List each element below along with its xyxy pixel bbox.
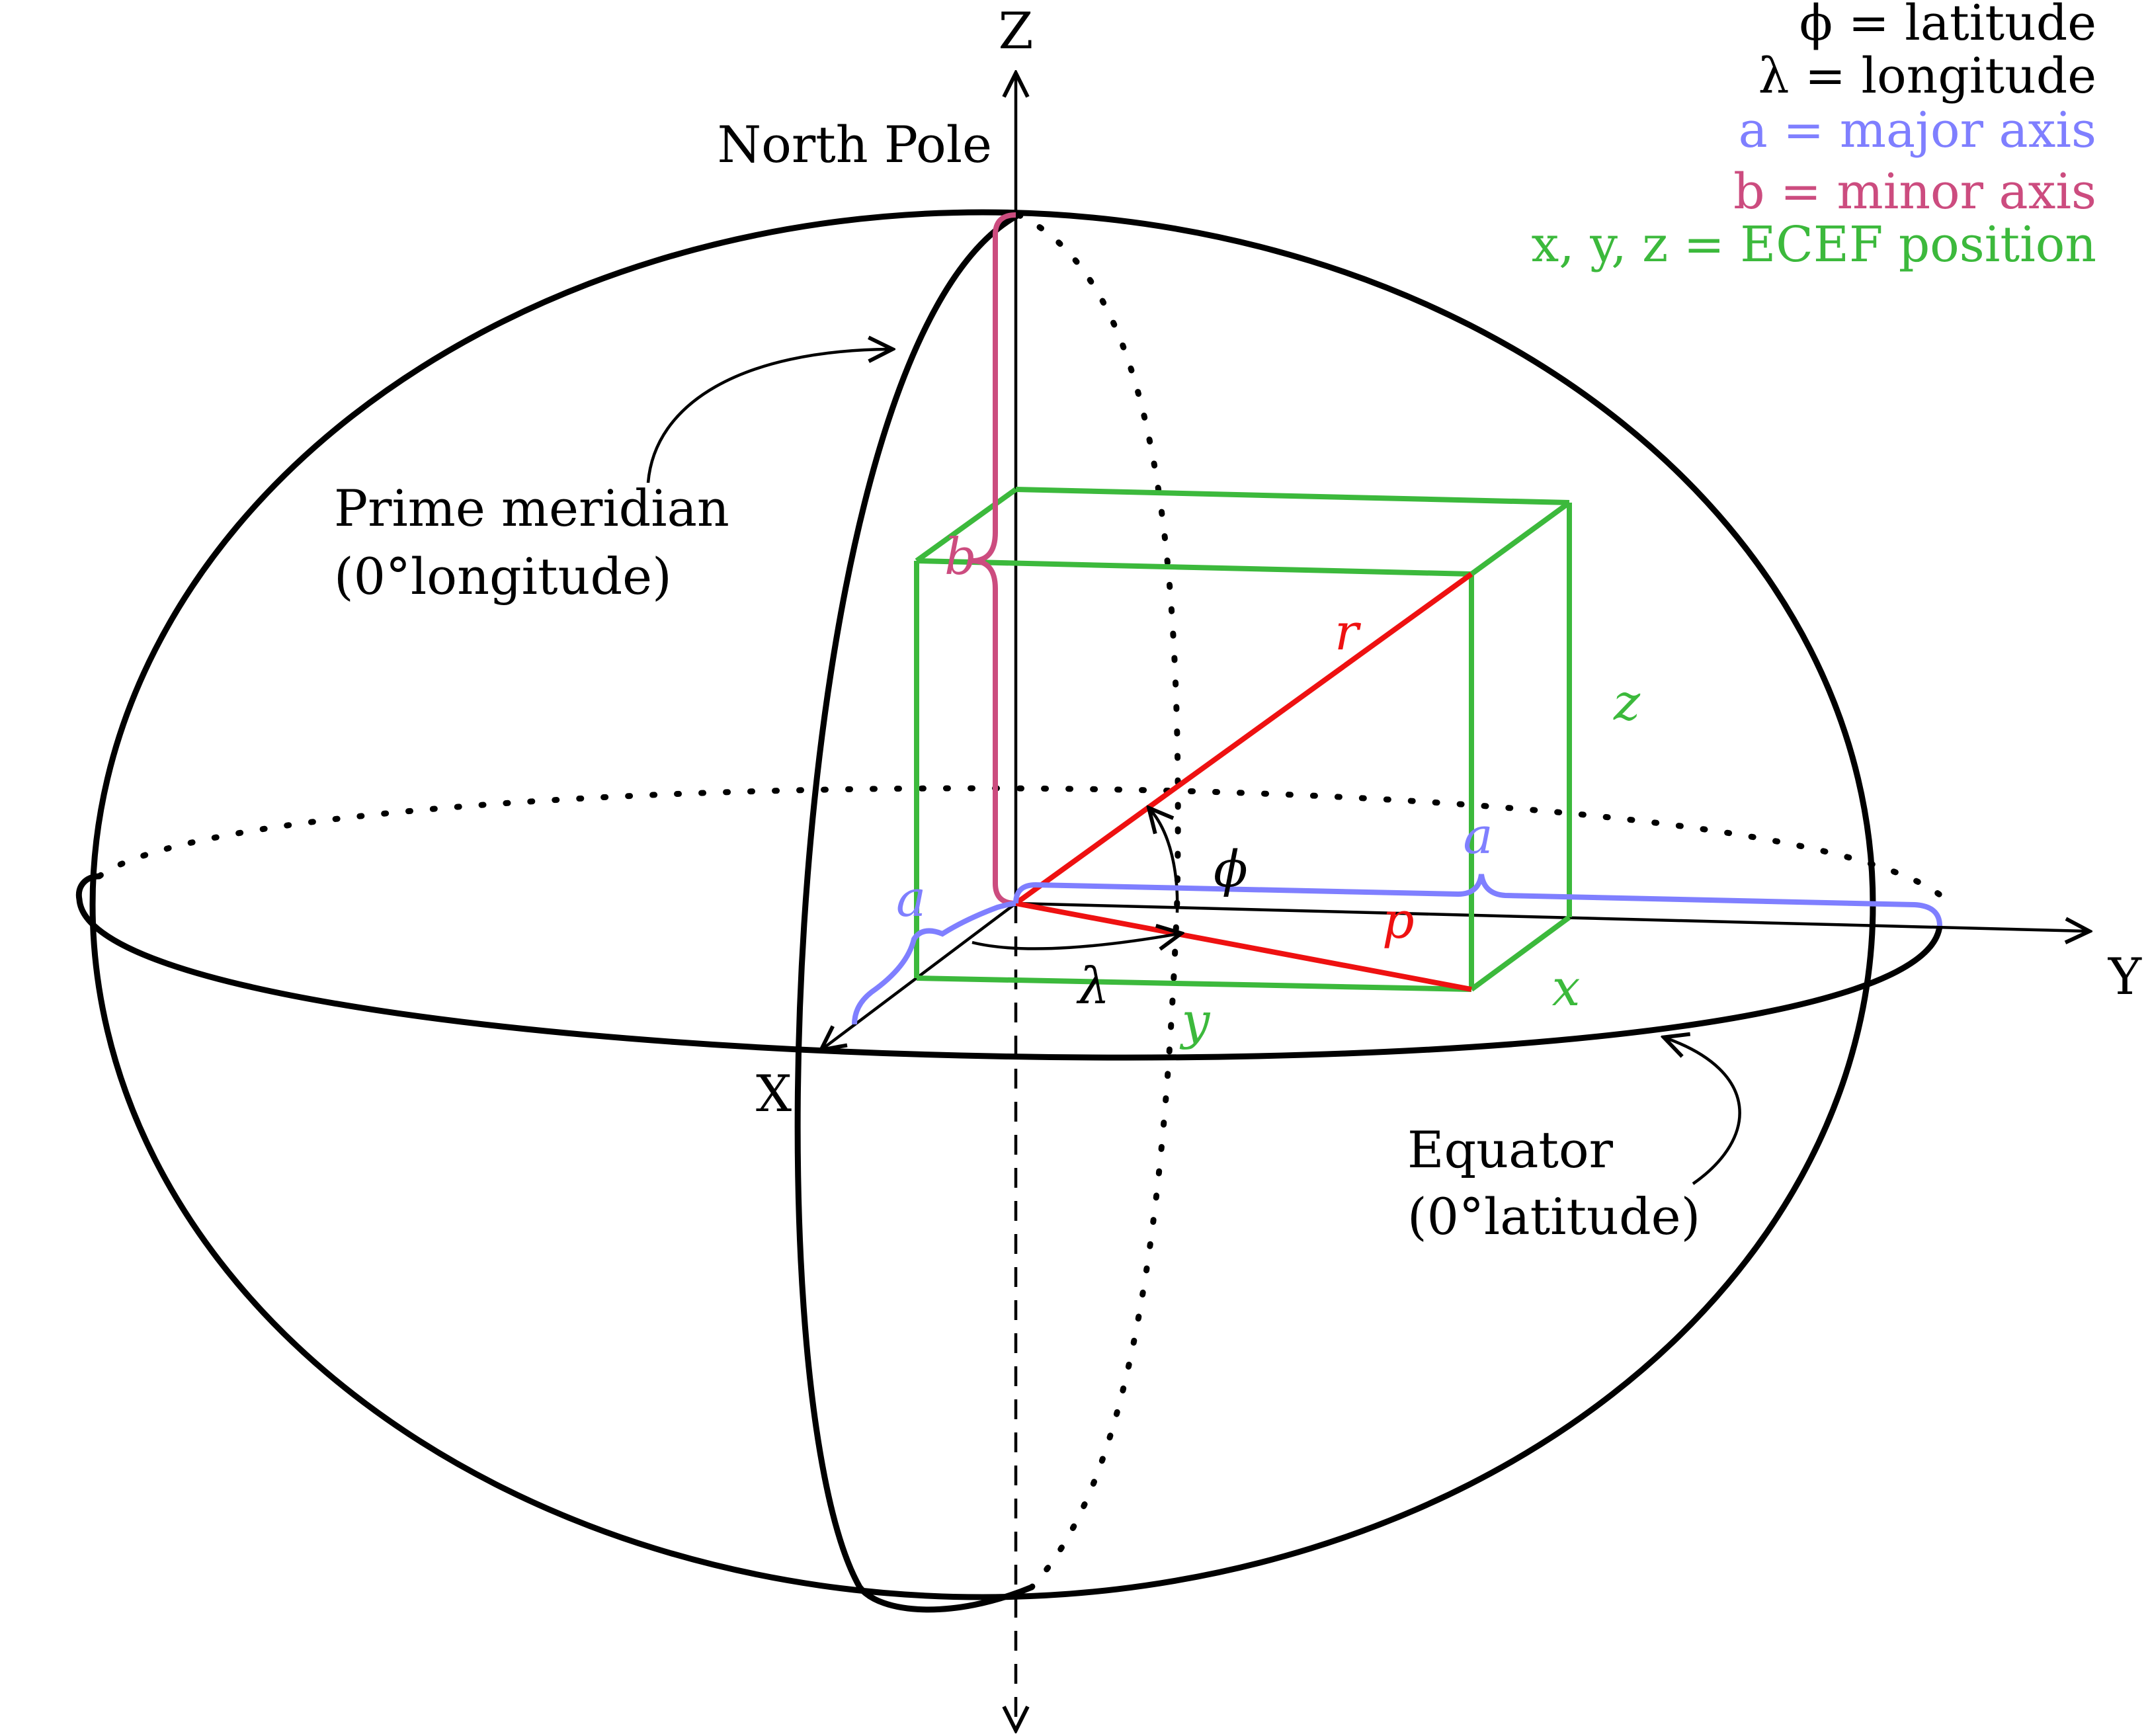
ecef-box — [914, 487, 1572, 992]
r-label: r — [1335, 602, 1362, 661]
p-label: p — [1382, 891, 1415, 950]
legend-major-axis: a = major axis — [1739, 102, 2096, 159]
prime-meridian-front — [794, 212, 1033, 1613]
prime-meridian-label-line1: Prime meridian — [334, 479, 729, 538]
b-label: b — [944, 527, 977, 586]
r-vector — [1014, 571, 1473, 906]
z-label: z — [1613, 673, 1641, 731]
y-axis-label: Y — [2108, 947, 2142, 1006]
major-axis-brace-x — [852, 901, 1016, 1025]
prime-meridian-back — [1015, 212, 1181, 1591]
lambda-label: λ — [1076, 956, 1110, 1015]
legend-minor-axis: b = minor axis — [1733, 163, 2096, 220]
prime-meridian-label-line2: (0°longitude) — [334, 547, 672, 606]
legend: ϕ = latitude λ = longitude a = major axi… — [1531, 0, 2096, 273]
north-pole-label: North Pole — [718, 115, 992, 174]
z-axis-label: Z — [999, 1, 1034, 60]
y-axis — [1015, 901, 2086, 931]
legend-ecef-position: x, y, z = ECEF position — [1531, 216, 2096, 273]
equator-label-line1: Equator — [1407, 1120, 1614, 1179]
equator-front — [75, 873, 1943, 1061]
equator-pointer — [1667, 1038, 1741, 1185]
prime-meridian-pointer — [646, 349, 889, 483]
ellipsoid-outline — [89, 209, 1876, 1600]
x-axis-label: X — [756, 1064, 792, 1123]
x-label: x — [1552, 958, 1581, 1017]
legend-latitude: ϕ = latitude — [1799, 0, 2096, 52]
phi-label: ϕ — [1214, 839, 1248, 898]
y-label: y — [1180, 991, 1211, 1050]
equator-label-line2: (0°latitude) — [1407, 1187, 1700, 1246]
phi-arc — [1151, 810, 1179, 913]
lambda-arc — [971, 934, 1178, 949]
equator-back — [96, 785, 1958, 913]
legend-longitude: λ = longitude — [1758, 48, 2096, 104]
p-vector — [1015, 901, 1472, 992]
a-label-y: a — [1463, 806, 1493, 865]
minor-axis-brace — [971, 212, 1016, 906]
major-axis-brace-y — [1013, 874, 1942, 927]
a-label-x: a — [896, 869, 926, 928]
